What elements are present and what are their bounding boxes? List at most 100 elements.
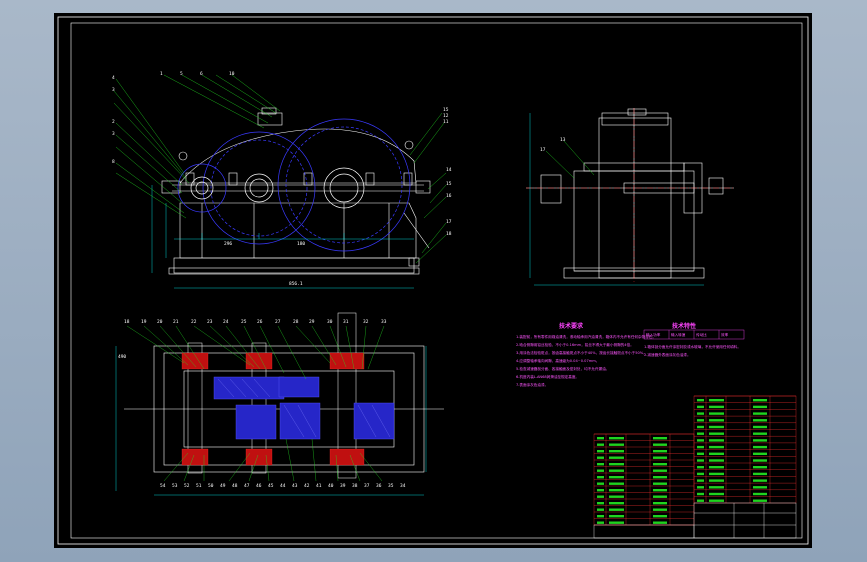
side-leaders: [545, 140, 595, 179]
top-bearings: [181, 352, 365, 466]
top-view-labels-bottom: 54 53 52 51 50 49 48 47 46 45 44 43 42 4…: [160, 483, 406, 489]
front-view: [161, 107, 431, 275]
parts-entry-mark: [709, 432, 724, 435]
parts-entry-mark: [697, 472, 704, 476]
parts-entry-mark: [753, 472, 767, 476]
label: 5: [180, 71, 183, 77]
label: 32: [363, 319, 369, 325]
label: 15: [443, 107, 449, 113]
spec-title: 技术特性: [672, 322, 696, 330]
front-bearings: [190, 167, 365, 209]
parts-entry-mark: [709, 452, 724, 455]
note-line: 5.检查减速器剖分面、各接触面及密封处，均不允许漏油。: [516, 366, 609, 371]
inner-border: [70, 22, 803, 539]
parts-entry-mark: [709, 479, 724, 482]
parts-entry-mark: [709, 412, 724, 415]
drawing-sheet: 296 180 856.1: [54, 13, 812, 548]
label: 15: [446, 181, 452, 187]
note-line: 4.应调整轴承轴向间隙，高速级为0.04~0.07mm。: [516, 358, 599, 363]
note-line: 2.啮合侧隙用铅丝检验，不小于0.16mm，铅丝不得大于最小侧隙的4倍。: [516, 342, 634, 347]
parts-entry-mark: [609, 443, 624, 446]
parts-entry-mark: [653, 495, 667, 498]
label: 16: [446, 193, 452, 199]
label: 17: [446, 219, 452, 225]
label: 1: [160, 71, 163, 77]
label: 6: [200, 71, 203, 77]
label: 24: [223, 319, 229, 325]
label: 30: [327, 319, 333, 325]
parts-entry-mark: [597, 463, 604, 466]
parts-entry-mark: [653, 489, 667, 492]
label: 27: [275, 319, 281, 325]
parts-entry-mark: [653, 469, 667, 472]
parts-entry-mark: [697, 425, 704, 429]
parts-entry-mark: [653, 437, 667, 440]
parts-entry-mark: [697, 486, 704, 489]
label: 40: [328, 483, 334, 489]
parts-entry-mark: [753, 439, 767, 442]
parts-entry-mark: [753, 499, 767, 502]
label: 35: [388, 483, 394, 489]
dim-top-width: 490: [118, 354, 126, 360]
parts-entry-mark: [753, 425, 767, 429]
parts-entry-mark: [753, 399, 767, 402]
parts-entry-mark: [597, 469, 604, 472]
parts-entry-mark: [709, 472, 724, 476]
parts-entry-mark: [597, 443, 604, 446]
label: 14: [446, 167, 452, 173]
label: 38: [352, 483, 358, 489]
front-view-labels: 4 3 1 5 6 10 2 3 8 15 12 11 14 15 16 17 …: [112, 71, 452, 237]
parts-entry-mark: [653, 476, 667, 479]
parts-entry-mark: [653, 456, 667, 459]
label: 43: [292, 483, 298, 489]
parts-entry-mark: [753, 466, 767, 469]
parts-entry-mark: [697, 399, 704, 402]
outer-border: [57, 16, 809, 545]
label: 4: [112, 75, 115, 81]
gearbox-assembly-drawing: 296 180 856.1: [57, 16, 809, 545]
label: 53: [172, 483, 178, 489]
parts-entry-mark: [753, 486, 767, 489]
parts-entry-mark: [697, 492, 704, 496]
parts-entry-mark: [653, 502, 667, 505]
label: 21: [173, 319, 179, 325]
parts-entry-mark: [609, 495, 624, 498]
label: 42: [304, 483, 310, 489]
label: 22: [191, 319, 197, 325]
parts-entry-mark: [653, 521, 667, 524]
spec-header: 输入转速: [671, 332, 686, 337]
parts-entry-mark: [609, 515, 624, 518]
top-view-labels-top: 18 19 20 21 22 23 24 25 26 27 28 29 30 3…: [124, 319, 387, 325]
parts-entry-mark: [653, 515, 667, 518]
parts-entry-mark: [697, 432, 704, 435]
parts-entry-mark: [653, 482, 667, 485]
note-line: 7.表面涂灰色油漆。: [516, 382, 548, 387]
label: 20: [157, 319, 163, 325]
spec-header: 输入功率: [646, 332, 661, 337]
parts-entry-mark: [597, 489, 604, 492]
spec-line: 1.箱体剖分面允许涂密封胶或水玻璃，不允许使用任何填料。: [644, 344, 741, 349]
note-line: 3.用涂色法检验斑点，按齿高接触斑点不小于40%，按齿长接触斑点不小于50%。: [516, 350, 647, 355]
label: 39: [340, 483, 346, 489]
parts-entry-mark: [609, 456, 624, 459]
label: 3: [112, 131, 115, 137]
label: 13: [560, 137, 566, 143]
parts-entry-mark: [709, 439, 724, 442]
top-hatch: [217, 378, 391, 438]
parts-entry-mark: [753, 445, 767, 449]
parts-entry-mark: [609, 502, 624, 505]
parts-entry-mark: [709, 399, 724, 402]
note-line: 1.装配前，所有零件用煤油清洗，滚动轴承用汽油清洗，箱体内不允许有任何杂物存在。: [516, 334, 656, 339]
parts-entry-mark: [609, 521, 624, 524]
parts-entry-mark: [753, 405, 767, 409]
spec-header: 传动比: [696, 332, 707, 337]
parts-entry-mark: [597, 521, 604, 524]
parts-entry-mark: [697, 419, 704, 422]
parts-entry-mark: [709, 492, 724, 496]
parts-entry-mark: [709, 445, 724, 449]
label: 51: [196, 483, 202, 489]
parts-entry-mark: [697, 459, 704, 462]
parts-entry-mark: [653, 463, 667, 466]
parts-entry-mark: [609, 469, 624, 472]
